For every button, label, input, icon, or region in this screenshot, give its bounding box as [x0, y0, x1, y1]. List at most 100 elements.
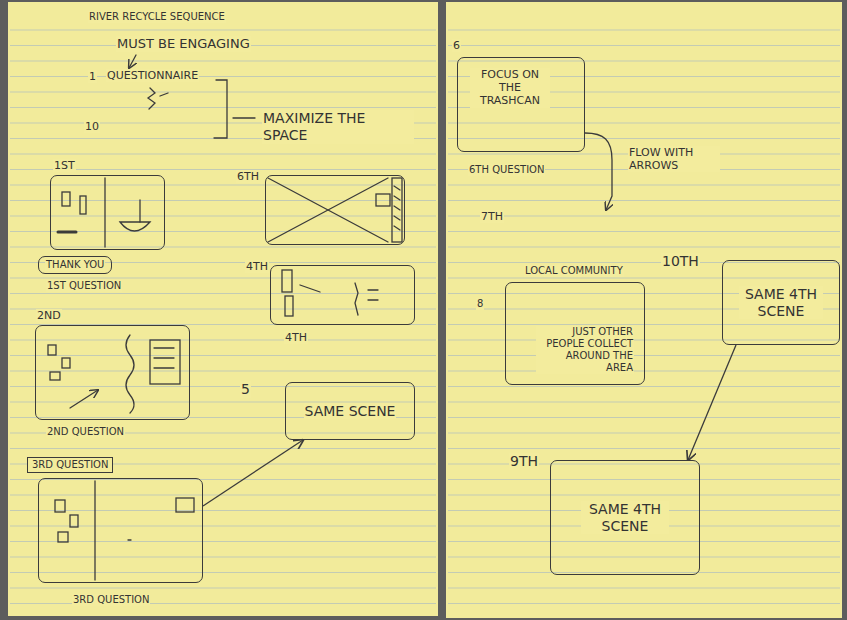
note-label: 6TH QUESTION: [468, 164, 545, 176]
fourth-scene-sketch: [300, 285, 320, 292]
note-label: 4TH: [284, 331, 308, 344]
ruled-line: [448, 278, 840, 279]
third-scene-sketch: [94, 481, 95, 580]
ruled-line: [10, 30, 436, 31]
questionnaire-squiggle: [148, 88, 155, 109]
scene-box: 4TH: [270, 265, 415, 325]
third-scene-sketch: [55, 481, 194, 580]
second-scene-sketch: [126, 335, 134, 413]
box-heading: 6TH: [236, 170, 260, 183]
box-body: [266, 176, 404, 244]
box-body: [36, 326, 189, 419]
fourth-scene-sketch: [285, 296, 293, 316]
ruled-line: [448, 557, 840, 558]
box-body: FOCUS ON THE TRASHCAN: [458, 58, 584, 151]
ruled-line: [448, 371, 840, 372]
questionnaire-bracket: [214, 80, 255, 138]
flow-arrow: [203, 440, 303, 506]
note-label: 7TH: [480, 210, 504, 223]
sixth-placeholder-sketch: [268, 178, 402, 242]
ruled-line: [448, 464, 840, 465]
flow-arrow: [688, 345, 736, 460]
ruled-line: [448, 231, 840, 232]
ruled-line: [10, 588, 436, 589]
box-heading: 6: [452, 39, 461, 52]
third-scene-sketch: [55, 500, 65, 512]
ruled-line: [448, 603, 840, 604]
note-label: 1ST QUESTION: [46, 280, 122, 292]
ruled-line: [448, 495, 840, 496]
ruled-line: [10, 231, 436, 232]
ruled-line: [10, 448, 436, 449]
ruled-line: [448, 448, 840, 449]
ruled-line: [10, 61, 436, 62]
ruled-line: [10, 495, 436, 496]
ruled-line: [448, 185, 840, 186]
second-scene-sketch: [70, 390, 98, 408]
ruled-line: [448, 402, 840, 403]
note-label: 10: [84, 120, 100, 133]
second-scene-sketch: [154, 348, 174, 368]
box-text: THANK YOU: [45, 259, 105, 271]
ruled-lines: [10, 30, 840, 604]
box-body: [39, 479, 202, 582]
scene-box: 1ST: [50, 175, 165, 250]
third-scene-sketch: [176, 498, 194, 512]
ruled-line: [10, 200, 436, 201]
first-scene-sketch: [120, 222, 150, 231]
box-heading: 10TH: [661, 253, 700, 270]
second-scene-sketch: [150, 340, 180, 384]
note-label: FLOW WITH ARROWS: [628, 146, 720, 172]
scene-box: 3RD QUESTION: [38, 478, 203, 583]
ruled-line: [448, 541, 840, 542]
questionnaire-squiggle: [148, 88, 168, 109]
scene-box: 2ND: [35, 325, 190, 420]
box-body: SAME SCENE: [286, 383, 414, 439]
box-body: SAME 4TH SCENE: [551, 461, 699, 574]
box-body: JUST OTHER PEOPLE COLLECT AROUND THE ARE…: [506, 283, 644, 384]
page-title: RIVER RECYCLE SEQUENCE: [88, 11, 226, 23]
fourth-scene-sketch: [282, 270, 292, 292]
questionnaire-bracket: [233, 117, 255, 118]
ruled-line: [10, 386, 436, 387]
engaging-arrow: [129, 55, 136, 68]
ruled-line: [10, 247, 436, 248]
questionnaire-squiggle: [160, 93, 168, 96]
second-scene-sketch: [48, 345, 56, 355]
first-scene-sketch: [104, 178, 105, 247]
ruled-line: [448, 123, 840, 124]
ruled-line: [448, 262, 840, 263]
ruled-line: [10, 526, 436, 527]
box-text: FOCUS ON THE TRASHCAN: [470, 68, 550, 108]
note-label: 3RD QUESTION: [72, 594, 150, 606]
box-heading: 1ST: [53, 159, 76, 172]
box-text: JUST OTHER PEOPLE COLLECT AROUND THE ARE…: [536, 326, 634, 374]
engaging-arrow: [129, 55, 136, 68]
ruled-line: [448, 417, 840, 418]
box-heading: 4TH: [245, 260, 269, 273]
second-scene-sketch: [50, 372, 60, 380]
box-text: SAME 4TH SCENE: [739, 286, 823, 320]
community-box: JUST OTHER PEOPLE COLLECT AROUND THE ARE…: [505, 282, 645, 385]
ruled-line: [448, 386, 840, 387]
box-heading: 2ND: [36, 309, 62, 322]
scene-box: SAME 4TH SCENE10TH: [722, 260, 840, 345]
ruled-line: [448, 61, 840, 62]
ruled-line: [10, 278, 436, 279]
second-scene-sketch: [48, 335, 180, 413]
fourth-scene-sketch: [368, 290, 378, 300]
ruled-line: [10, 293, 436, 294]
box-heading: LOCAL COMMUNITY: [524, 265, 624, 277]
ruled-line: [448, 200, 840, 201]
ruled-line: [10, 92, 436, 93]
first-scene-sketch: [58, 178, 150, 247]
third-scene-sketch: [70, 515, 78, 527]
box-heading: 8: [476, 298, 484, 310]
sixth-placeholder-sketch: [376, 194, 390, 206]
note-label: 2ND QUESTION: [46, 426, 125, 438]
ruled-line: [10, 371, 436, 372]
fourth-scene-sketch: [355, 283, 358, 315]
scene-box: SAME 4TH SCENE9TH: [550, 460, 700, 575]
